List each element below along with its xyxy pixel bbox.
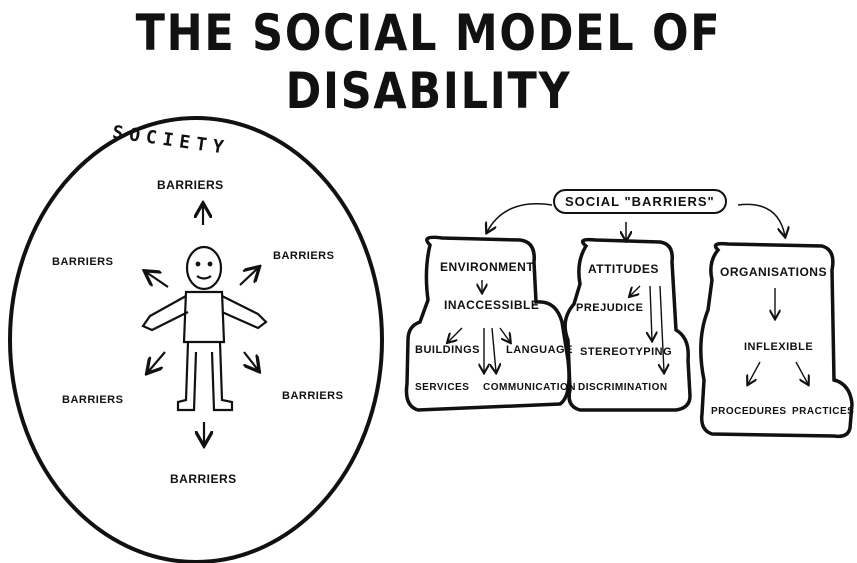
barriers-label-bottom: BARRIERS: [170, 472, 237, 486]
society-oval: [8, 116, 384, 563]
environment-item-language: LANGUAGE: [506, 344, 573, 356]
barriers-label-upper-right: BARRIERS: [273, 250, 335, 262]
environment-mid: INACCESSIBLE: [444, 298, 540, 312]
diagram-title: THE SOCIAL MODEL OF DISABILITY: [135, 4, 722, 120]
organisations-item-practices: PRACTICES: [792, 406, 855, 417]
barrier-arrows: [146, 205, 258, 444]
organisations-heading: ORGANISATIONS: [720, 265, 827, 279]
organisations-mid: INFLEXIBLE: [744, 341, 814, 353]
organisations-item-procedures: PROCEDURES: [711, 406, 787, 417]
attitudes-heading: ATTITUDES: [588, 262, 659, 276]
environment-item-services: SERVICES: [415, 382, 470, 393]
attitudes-item-stereotyping: STEREOTYPING: [580, 346, 673, 358]
environment-item-buildings: BUILDINGS: [415, 344, 480, 356]
attitudes-item-prejudice: PREJUDICE: [576, 302, 644, 314]
person-figure: [141, 245, 268, 412]
barriers-label-lower-right: BARRIERS: [282, 390, 344, 402]
attitudes-item-discrimination: DISCRIMINATION: [578, 382, 668, 393]
environment-bubble: [404, 235, 571, 412]
environment-heading: ENVIRONMENT: [440, 260, 535, 274]
attitudes-bubble: [563, 237, 692, 412]
barriers-label-lower-left: BARRIERS: [62, 394, 124, 406]
barriers-label-top: BARRIERS: [157, 178, 224, 192]
social-barriers-root: SOCIAL "BARRIERS": [553, 189, 727, 214]
organisations-bubble: [699, 241, 854, 439]
barriers-label-upper-left: BARRIERS: [52, 256, 114, 268]
root-connectors: [487, 203, 785, 240]
environment-item-communication: COMMUNICATION: [483, 382, 576, 393]
